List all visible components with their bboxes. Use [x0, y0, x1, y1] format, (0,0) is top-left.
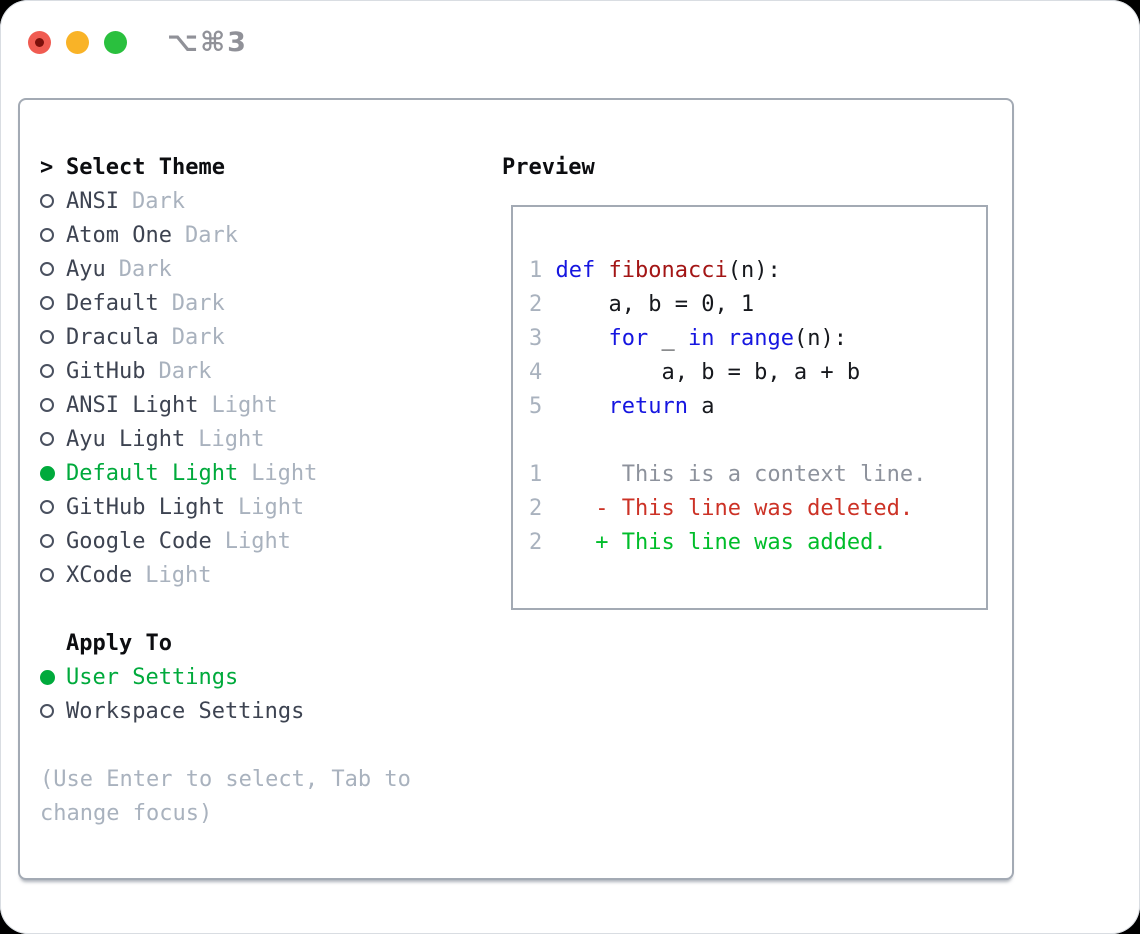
close-button[interactable] [28, 31, 51, 54]
radio-icon [40, 398, 66, 412]
theme-variant-tag: Dark [118, 256, 172, 282]
theme-option-label: Default Light [66, 460, 239, 486]
apply-option-user-settings[interactable]: User Settings [40, 660, 411, 694]
code-line: 5 return a [529, 393, 715, 419]
theme-variant-tag: Dark [171, 324, 225, 350]
window-title: ⌥⌘3 [167, 27, 248, 58]
theme-option-label: ANSI Light [66, 392, 199, 418]
code-line: 2 a, b = 0, 1 [529, 291, 755, 317]
spacer [529, 423, 986, 457]
spacer [40, 592, 411, 626]
diff-preview: 1 This is a context line. 2 - This line w… [529, 457, 986, 559]
titlebar: ⌥⌘3 [28, 27, 248, 58]
close-dot-icon [35, 38, 44, 47]
help-line-1: (Use Enter to select, Tab to [40, 766, 411, 792]
theme-variant-tag: Light [237, 494, 305, 520]
theme-variant-tag: Light [145, 562, 212, 588]
theme-option-xcode[interactable]: XCode Light [40, 558, 411, 592]
zoom-button[interactable] [104, 31, 127, 54]
select-theme-title: Select Theme [66, 154, 225, 180]
radio-selected-icon [40, 465, 66, 481]
theme-option-default-light[interactable]: Default Light Light [40, 456, 411, 490]
theme-option-label: XCode [66, 562, 133, 588]
theme-option-ayu-light[interactable]: Ayu Light Light [40, 422, 411, 456]
theme-option-ansi-light[interactable]: ANSI Light Light [40, 388, 411, 422]
theme-variant-tag: Dark [184, 222, 238, 248]
theme-variant-tag: Dark [158, 358, 212, 384]
theme-option-label: Ayu [66, 256, 106, 282]
preview-content: 1 def fibonacci(n): 2 a, b = 0, 1 3 for _ … [513, 207, 986, 559]
code-line: 4 a, b = b, a + b [529, 359, 861, 385]
radio-icon [40, 330, 66, 344]
radio-icon [40, 568, 66, 582]
radio-icon [40, 228, 66, 242]
apply-option-label: Workspace Settings [66, 698, 305, 724]
preview-title: Preview [502, 154, 595, 180]
radio-icon [40, 500, 66, 514]
preview-header: Preview [502, 150, 595, 184]
minimize-button[interactable] [66, 31, 89, 54]
theme-option-default[interactable]: Default Dark [40, 286, 411, 320]
apply-to-header: Apply To [40, 626, 411, 660]
theme-option-label: Atom One [66, 222, 172, 248]
apply-option-workspace-settings[interactable]: Workspace Settings [40, 694, 411, 728]
theme-variant-tag: Dark [131, 188, 185, 214]
radio-icon [40, 704, 66, 718]
help-text: (Use Enter to select, Tab to change focu… [40, 762, 411, 830]
preview-box: 1 def fibonacci(n): 2 a, b = 0, 1 3 for _ … [511, 205, 988, 610]
theme-option-label: GitHub [66, 358, 146, 384]
spacer [40, 728, 411, 762]
theme-option-google-code[interactable]: Google Code Light [40, 524, 411, 558]
radio-icon [40, 432, 66, 446]
theme-variant-tag: Light [224, 528, 291, 554]
theme-variant-tag: Light [251, 460, 318, 486]
theme-option-github[interactable]: GitHub Dark [40, 354, 411, 388]
diff-line-added: 2 + This line was added. [529, 529, 887, 555]
theme-option-label: GitHub Light [66, 494, 225, 520]
code-preview: 1 def fibonacci(n): 2 a, b = 0, 1 3 for _ … [529, 253, 986, 423]
theme-option-label: Ayu Light [66, 426, 186, 452]
radio-icon [40, 194, 66, 208]
theme-variant-tag: Dark [171, 290, 225, 316]
radio-selected-icon [40, 669, 66, 685]
theme-option-dracula[interactable]: Dracula Dark [40, 320, 411, 354]
theme-variant-tag: Light [211, 392, 278, 418]
radio-icon [40, 296, 66, 310]
theme-option-atom-one[interactable]: Atom One Dark [40, 218, 411, 252]
theme-variant-tag: Light [198, 426, 265, 452]
theme-option-label: ANSI [66, 188, 119, 214]
code-line: 1 def fibonacci(n): [529, 257, 781, 283]
apply-to-title: Apply To [66, 630, 172, 656]
select-theme-header: > Select Theme [40, 150, 411, 184]
code-line: 3 for _ in range(n): [529, 325, 847, 351]
apply-option-label: User Settings [66, 664, 239, 690]
prompt-caret-icon: > [40, 154, 54, 180]
theme-option-label: Dracula [66, 324, 159, 350]
radio-icon [40, 364, 66, 378]
theme-option-ansi[interactable]: ANSI Dark [40, 184, 411, 218]
theme-option-ayu[interactable]: Ayu Dark [40, 252, 411, 286]
help-line-2: change focus) [40, 800, 213, 826]
theme-option-github-light[interactable]: GitHub Light Light [40, 490, 411, 524]
diff-line-deleted: 2 - This line was deleted. [529, 495, 914, 521]
theme-option-label: Google Code [66, 528, 212, 554]
radio-icon [40, 534, 66, 548]
theme-option-label: Default [66, 290, 159, 316]
diff-line-context: 1 This is a context line. [529, 461, 927, 487]
radio-icon [40, 262, 66, 276]
